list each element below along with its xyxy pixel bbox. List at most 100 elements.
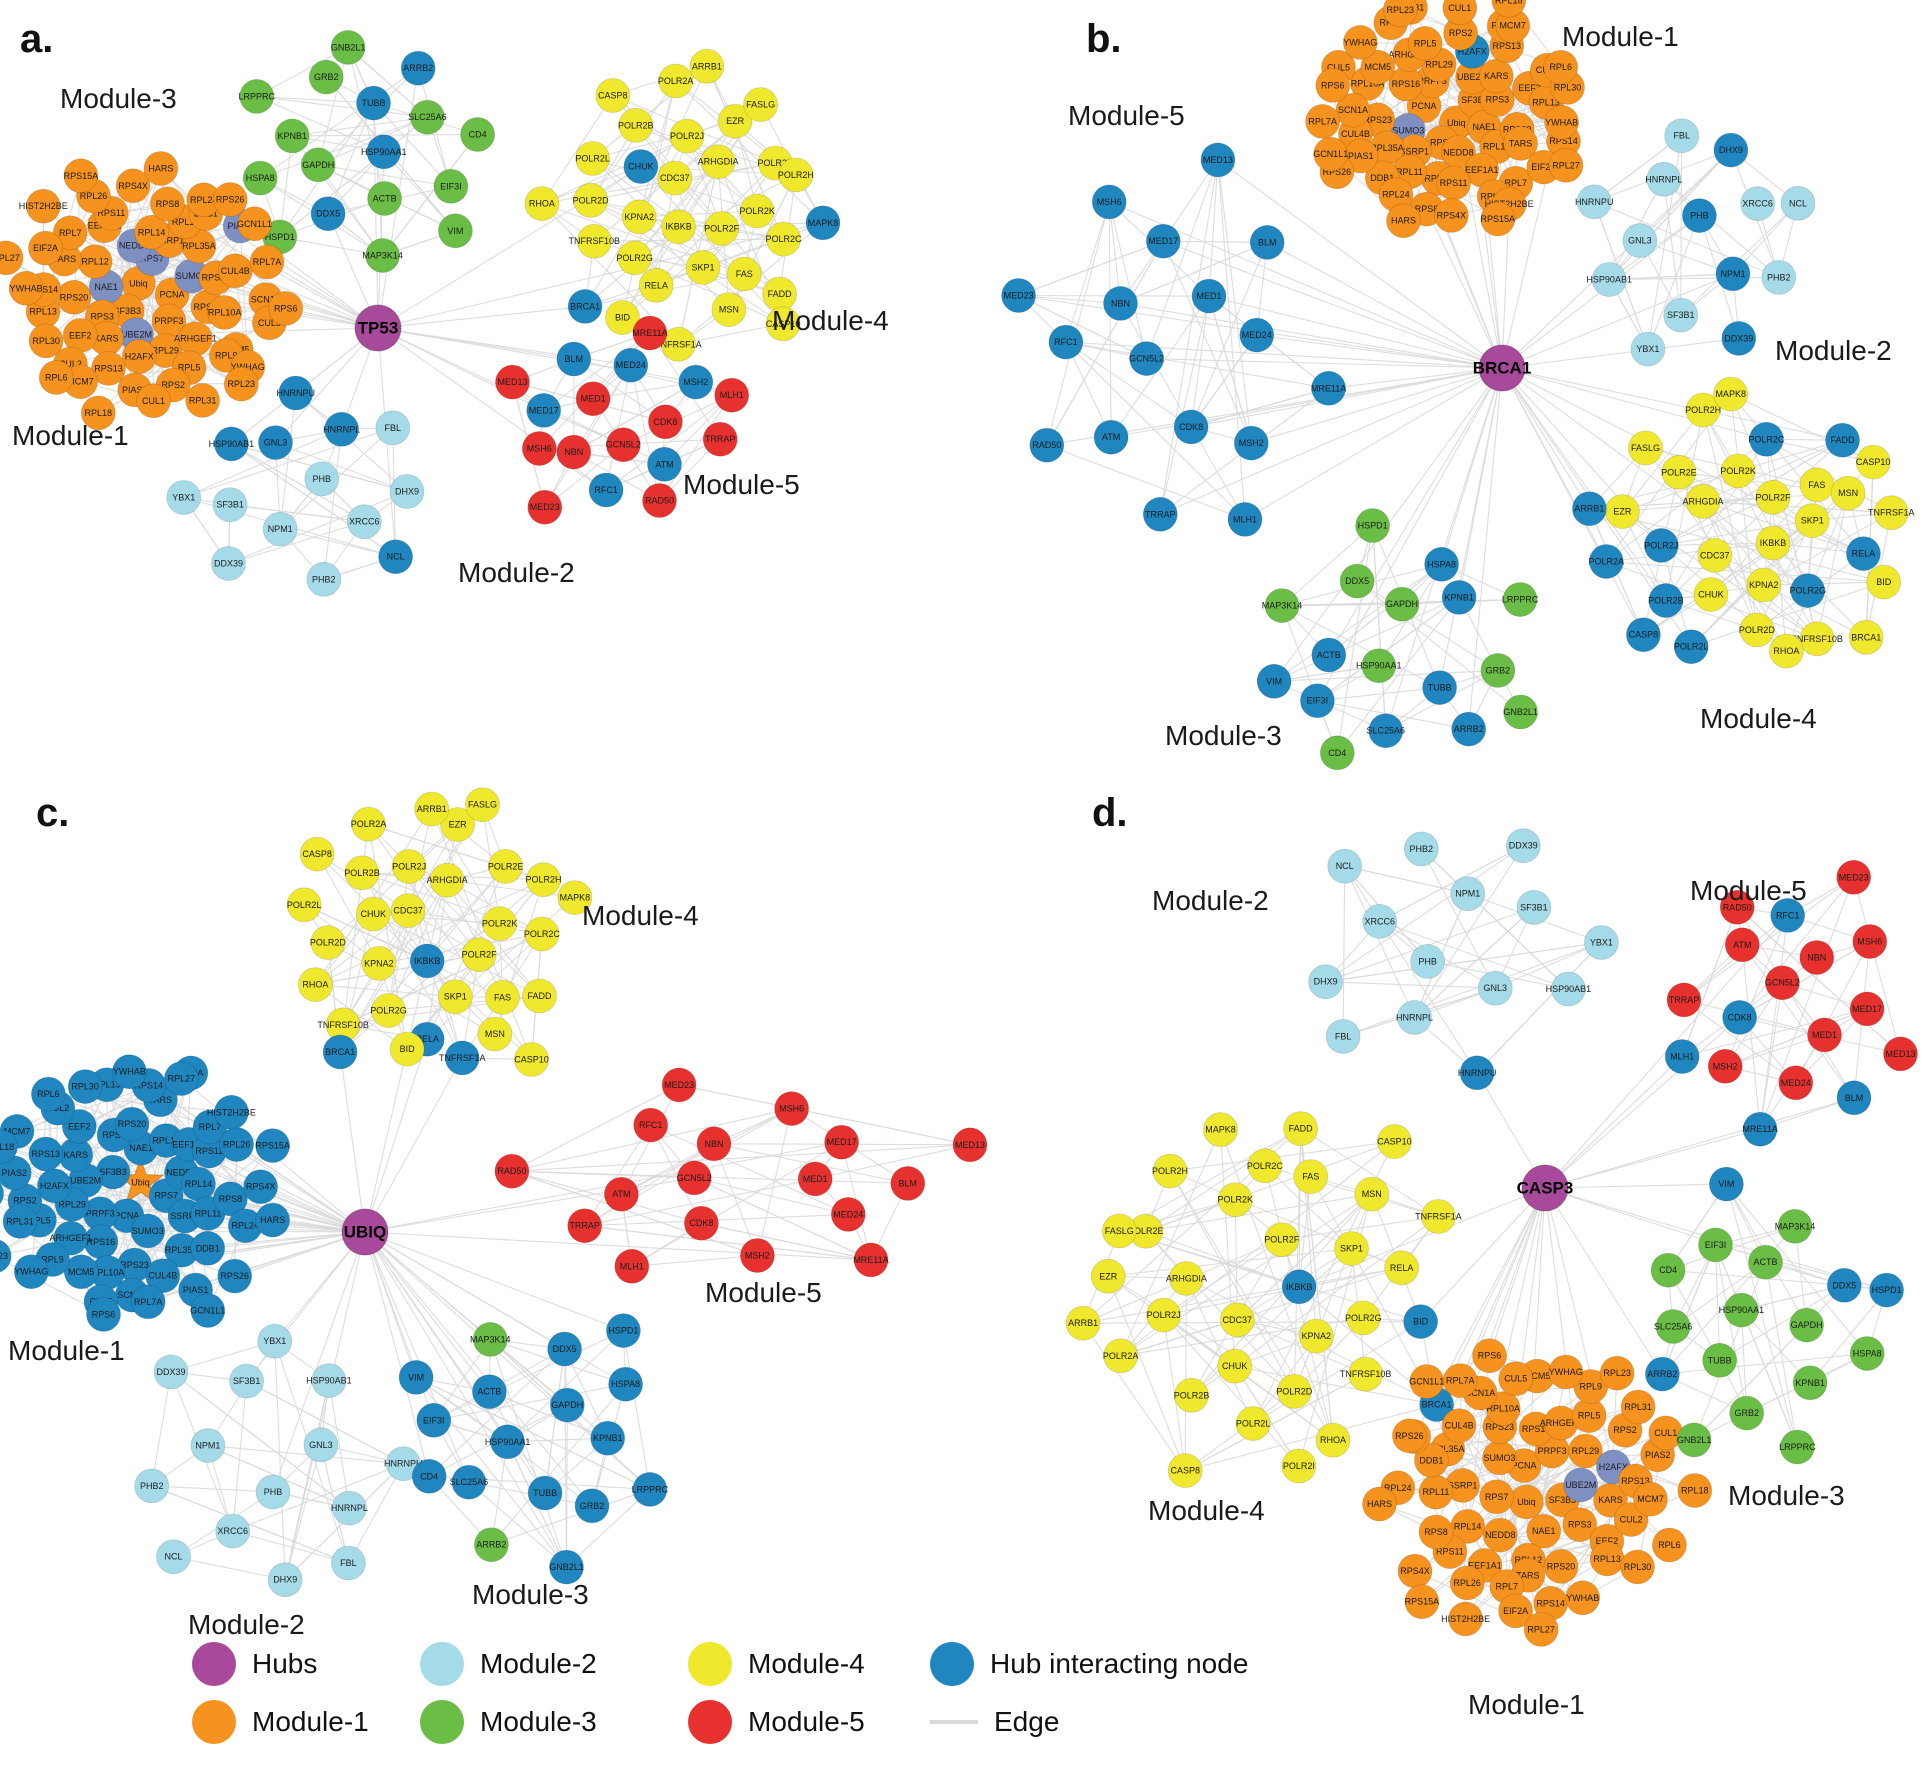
node-MED23[interactable]: MED23 bbox=[1836, 859, 1872, 895]
node-POLR2F[interactable]: POLR2F bbox=[462, 937, 498, 973]
hub-UBIQ[interactable]: UBIQ bbox=[341, 1208, 389, 1256]
node-HARS[interactable]: HARS bbox=[255, 1202, 291, 1238]
node-POLR2C[interactable]: POLR2C bbox=[524, 916, 561, 952]
node-CD4[interactable]: CD4 bbox=[1650, 1252, 1686, 1288]
node-RPL12[interactable]: RPL12 bbox=[77, 244, 113, 280]
node-POLR2D[interactable]: POLR2D bbox=[573, 182, 610, 218]
node-KPNA2[interactable]: KPNA2 bbox=[621, 199, 657, 235]
node-POLR2J[interactable]: POLR2J bbox=[1146, 1297, 1181, 1333]
node-HSP90AA1[interactable]: HSP90AA1 bbox=[1356, 648, 1402, 684]
node-KPNB1[interactable]: KPNB1 bbox=[590, 1420, 626, 1456]
node-ATM[interactable]: ATM bbox=[1724, 927, 1760, 963]
node-NCL[interactable]: NCL bbox=[378, 539, 414, 575]
node-NBN[interactable]: NBN bbox=[1799, 940, 1835, 975]
node-FASLG[interactable]: FASLG bbox=[465, 787, 500, 823]
node-POLR2H[interactable]: POLR2H bbox=[778, 157, 814, 193]
node-SKP1[interactable]: SKP1 bbox=[685, 250, 721, 285]
node-BRCA1[interactable]: BRCA1 bbox=[1848, 619, 1884, 655]
node-GRB2[interactable]: GRB2 bbox=[308, 59, 344, 95]
node-POLR2K[interactable]: POLR2K bbox=[482, 906, 518, 941]
node-RPL11[interactable]: RPL11 bbox=[1418, 1474, 1454, 1510]
node-RPL7A[interactable]: RPL7A bbox=[1305, 104, 1340, 139]
node-CD4[interactable]: CD4 bbox=[1319, 735, 1355, 771]
node-YBX1[interactable]: YBX1 bbox=[1584, 925, 1619, 960]
node-CASP10[interactable]: CASP10 bbox=[1855, 444, 1891, 480]
node-EZR[interactable]: EZR bbox=[1605, 494, 1640, 530]
node-GCN5L2[interactable]: GCN5L2 bbox=[677, 1160, 712, 1196]
node-RPS16[interactable]: RPS16 bbox=[83, 1224, 119, 1260]
node-BLM[interactable]: BLM bbox=[556, 341, 592, 377]
node-ATM[interactable]: ATM bbox=[604, 1176, 639, 1212]
node-RPL31[interactable]: RPL31 bbox=[2, 1204, 38, 1239]
node-MAPK8[interactable]: MAPK8 bbox=[1713, 376, 1749, 412]
node-HNRNPL[interactable]: HNRNPL bbox=[323, 411, 360, 447]
node-HSPA8[interactable]: HSPA8 bbox=[1849, 1336, 1885, 1371]
node-RPL23[interactable]: RPL23 bbox=[1599, 1355, 1635, 1391]
node-ACTB[interactable]: ACTB bbox=[471, 1374, 507, 1410]
node-MED13[interactable]: MED13 bbox=[1200, 142, 1236, 178]
node-KPNB1[interactable]: KPNB1 bbox=[1441, 580, 1477, 615]
node-SUMO3[interactable]: SUMO3 bbox=[1482, 1440, 1517, 1476]
node-GNB2L1[interactable]: GNB2L1 bbox=[330, 30, 366, 65]
node-RAD50[interactable]: RAD50 bbox=[1029, 427, 1065, 463]
node-FBL[interactable]: FBL bbox=[1325, 1019, 1361, 1054]
node-POLR2F[interactable]: POLR2F bbox=[1264, 1222, 1300, 1258]
node-RPS6[interactable]: RPS6 bbox=[1472, 1338, 1507, 1374]
node-FADD[interactable]: FADD bbox=[522, 978, 557, 1014]
node-RPL7A[interactable]: RPL7A bbox=[1442, 1363, 1478, 1398]
node-RPS8[interactable]: RPS8 bbox=[1418, 1514, 1454, 1550]
node-BID[interactable]: BID bbox=[389, 1031, 425, 1067]
node-MLH1[interactable]: MLH1 bbox=[1227, 502, 1263, 537]
node-RAD50[interactable]: RAD50 bbox=[494, 1153, 530, 1189]
node-PHB2[interactable]: PHB2 bbox=[134, 1468, 170, 1504]
node-POLR2A[interactable]: POLR2A bbox=[658, 63, 694, 99]
node-YWHAG[interactable]: YWHAG bbox=[13, 1254, 49, 1290]
node-CASP8[interactable]: CASP8 bbox=[299, 836, 335, 872]
node-MCM7[interactable]: MCM7 bbox=[1633, 1481, 1668, 1517]
node-POLR2J[interactable]: POLR2J bbox=[1643, 528, 1679, 563]
node-PHB2[interactable]: PHB2 bbox=[1761, 259, 1797, 295]
node-HARS[interactable]: HARS bbox=[143, 151, 179, 186]
node-GNL3[interactable]: GNL3 bbox=[303, 1427, 339, 1463]
node-CUL4B[interactable]: CUL4B bbox=[1441, 1408, 1477, 1443]
node-MED17[interactable]: MED17 bbox=[526, 392, 562, 428]
node-SKP1[interactable]: SKP1 bbox=[1334, 1231, 1369, 1266]
node-MED13[interactable]: MED13 bbox=[952, 1127, 988, 1163]
node-RAD50[interactable]: RAD50 bbox=[642, 483, 677, 518]
node-NPM1[interactable]: NPM1 bbox=[190, 1428, 226, 1463]
node-TNFRSF1A[interactable]: TNFRSF1A bbox=[439, 1040, 486, 1076]
node-YWHAG[interactable]: YWHAG bbox=[1342, 25, 1378, 60]
node-RPL18[interactable]: RPL18 bbox=[1677, 1473, 1713, 1508]
node-XRCC6[interactable]: XRCC6 bbox=[215, 1513, 251, 1549]
node-MRE11A[interactable]: MRE11A bbox=[1311, 370, 1346, 406]
node-GAPDH[interactable]: GAPDH bbox=[1384, 586, 1420, 622]
node-RPL30[interactable]: RPL30 bbox=[28, 323, 64, 359]
node-POLR2E[interactable]: POLR2E bbox=[488, 849, 524, 884]
node-PHB[interactable]: PHB bbox=[304, 461, 340, 497]
node-DDX39[interactable]: DDX39 bbox=[1505, 828, 1541, 864]
node-MRE11A[interactable]: MRE11A bbox=[853, 1242, 889, 1278]
node-MAPK8[interactable]: MAPK8 bbox=[1203, 1112, 1238, 1147]
node-CDC37[interactable]: CDC37 bbox=[390, 893, 426, 928]
node-HSPD1[interactable]: HSPD1 bbox=[606, 1313, 641, 1348]
node-DHX9[interactable]: DHX9 bbox=[1308, 964, 1343, 1000]
node-CD4[interactable]: CD4 bbox=[411, 1458, 447, 1494]
node-TRRAP[interactable]: TRRAP bbox=[1666, 982, 1702, 1018]
node-DHX9[interactable]: DHX9 bbox=[1713, 132, 1749, 168]
node-GCN5L2[interactable]: GCN5L2 bbox=[1129, 341, 1164, 377]
node-GNL3[interactable]: GNL3 bbox=[1622, 223, 1658, 258]
node-SUMO3[interactable]: SUMO3 bbox=[130, 1213, 166, 1249]
node-KPNB1[interactable]: KPNB1 bbox=[274, 118, 310, 154]
node-POLR2F[interactable]: POLR2F bbox=[1755, 479, 1791, 515]
node-RFC1[interactable]: RFC1 bbox=[633, 1107, 669, 1143]
node-LRPPRC[interactable]: LRPPRC bbox=[1502, 582, 1539, 617]
node-MED24[interactable]: MED24 bbox=[830, 1197, 866, 1232]
node-RPS6[interactable]: RPS6 bbox=[86, 1297, 121, 1332]
node-RPL26[interactable]: RPL26 bbox=[219, 1127, 255, 1162]
node-RPL6[interactable]: RPL6 bbox=[1652, 1527, 1687, 1563]
node-RPS15A[interactable]: RPS15A bbox=[1404, 1584, 1440, 1620]
node-KARS[interactable]: KARS bbox=[1478, 58, 1514, 94]
node-POLR2L[interactable]: POLR2L bbox=[1235, 1406, 1271, 1441]
node-RHOA[interactable]: RHOA bbox=[524, 186, 560, 222]
node-CHUK[interactable]: CHUK bbox=[1217, 1348, 1253, 1384]
